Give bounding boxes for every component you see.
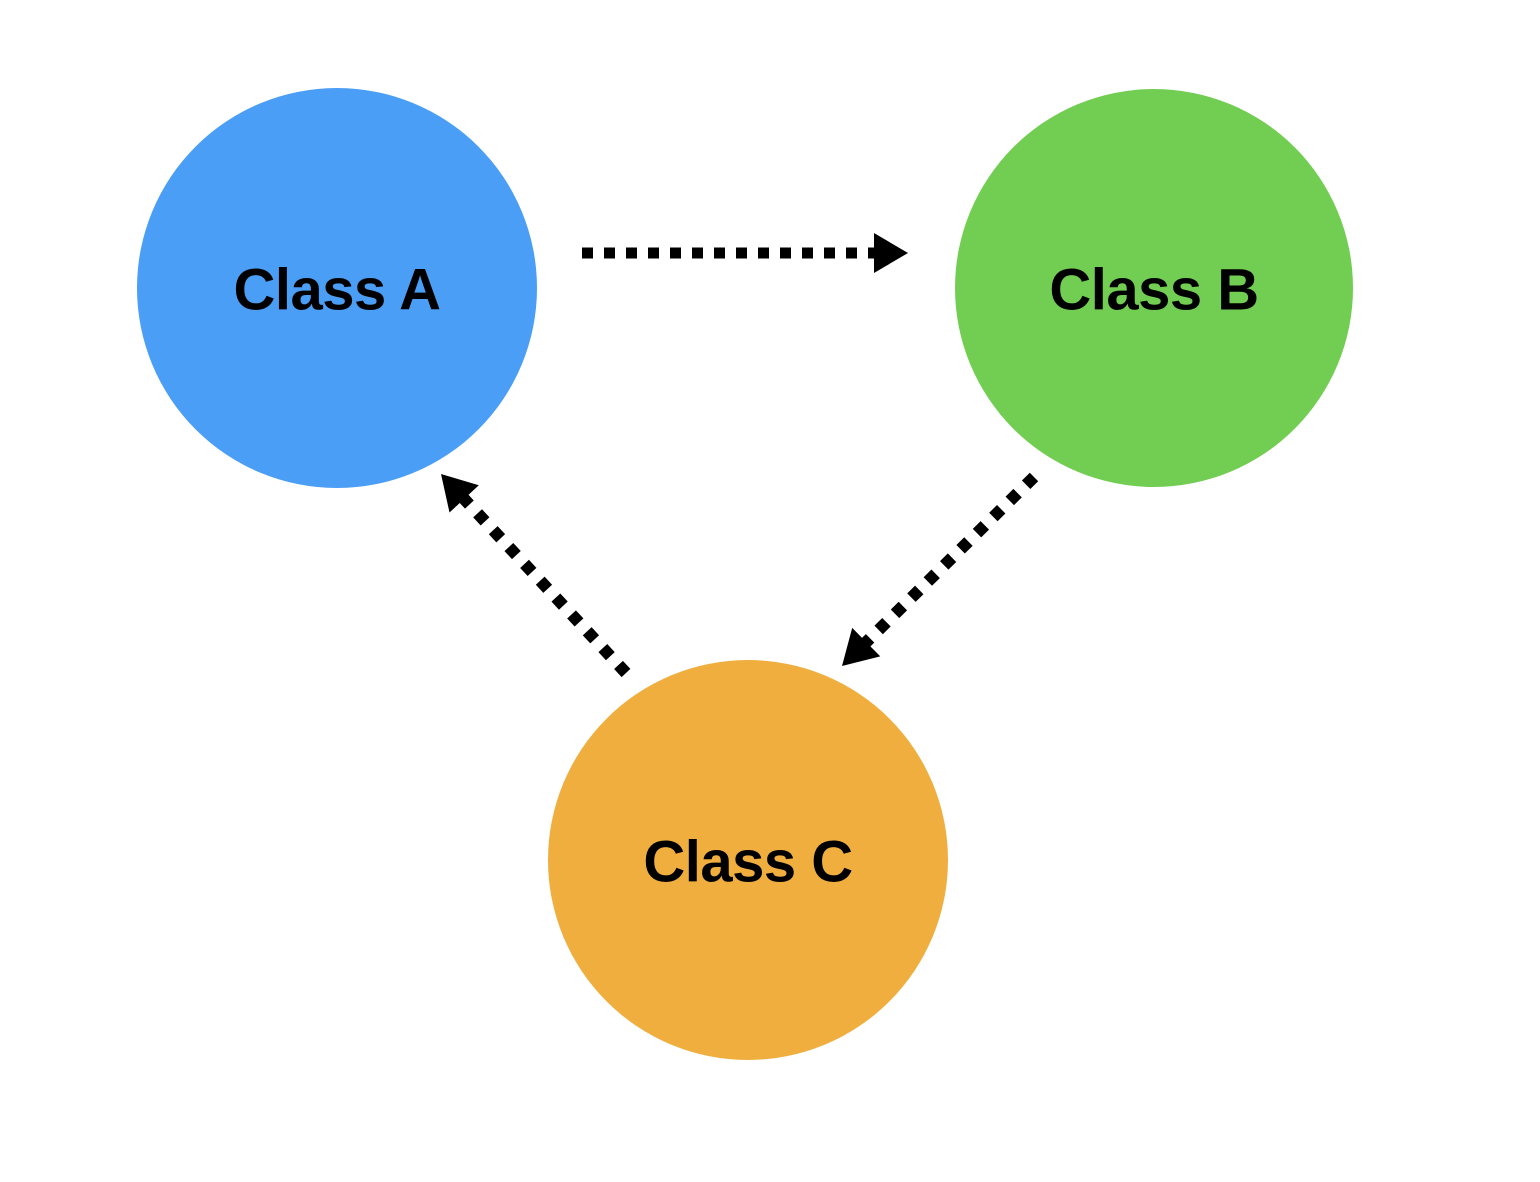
node-layer: Class A Class B Class C <box>137 88 1353 1060</box>
node-label-class-a: Class A <box>233 258 440 323</box>
edge-line-b-to-c <box>857 472 1039 651</box>
node-class-b[interactable]: Class B <box>955 89 1353 487</box>
edge-class-b-to-class-c[interactable] <box>842 472 1039 666</box>
arrowhead-icon-b-to-c <box>842 627 881 666</box>
node-label-class-b: Class B <box>1049 258 1258 323</box>
edge-class-c-to-class-a[interactable] <box>441 474 631 678</box>
node-circle-class-b[interactable] <box>955 89 1353 487</box>
edge-line-c-to-a <box>455 490 631 678</box>
edge-class-a-to-class-b[interactable] <box>582 233 908 273</box>
edge-layer <box>441 233 1039 678</box>
node-class-c[interactable]: Class C <box>548 660 948 1060</box>
node-circle-class-a[interactable] <box>137 88 537 488</box>
node-circle-class-c[interactable] <box>548 660 948 1060</box>
arrowhead-icon-c-to-a <box>441 474 479 513</box>
node-label-class-c: Class C <box>643 830 852 895</box>
node-class-a[interactable]: Class A <box>137 88 537 488</box>
arrowhead-icon-a-to-b <box>874 233 908 273</box>
